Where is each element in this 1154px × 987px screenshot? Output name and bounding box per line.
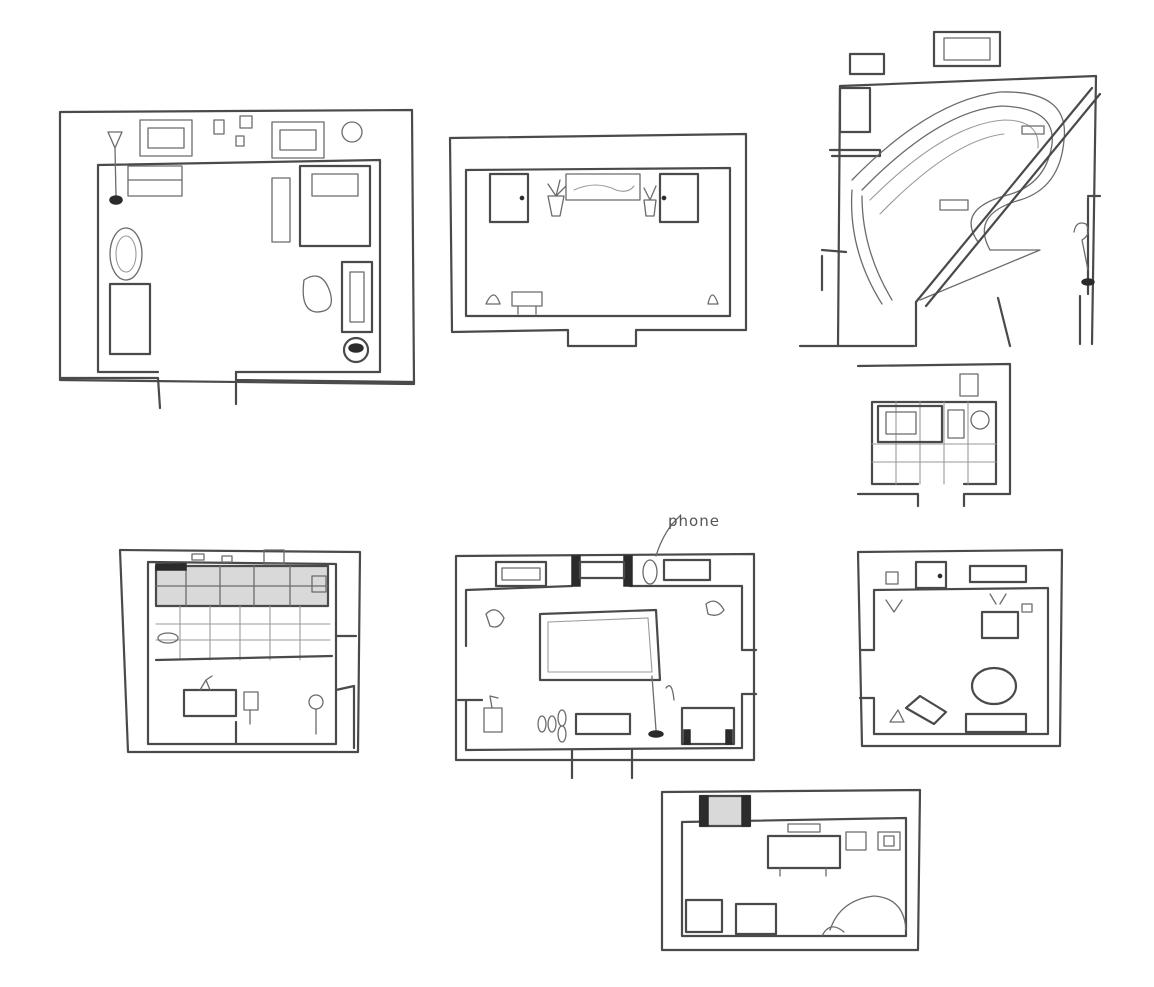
room-sketch-entry-hall <box>454 515 758 780</box>
phone-label: phone <box>668 512 720 530</box>
room-sketch-hallway <box>448 132 748 348</box>
room-sketch-lounge <box>660 788 922 952</box>
room-sketch-living-room <box>856 548 1064 748</box>
room-sketch-bedroom <box>58 108 416 410</box>
room-sketch-staircase <box>798 30 1102 348</box>
room-sketch-bathroom <box>856 362 1012 508</box>
room-sketch-kitchen <box>118 548 362 754</box>
